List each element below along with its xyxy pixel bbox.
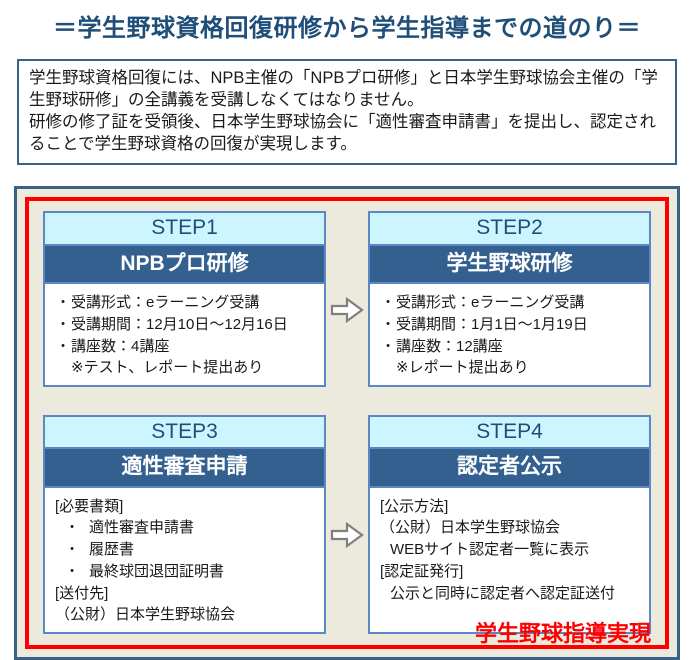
step-detail-text: ※レポート提出あり bbox=[396, 359, 529, 377]
page-title: ＝学生野球資格回復研修から学生指導までの道のり＝ bbox=[53, 15, 641, 42]
step-detail-text: 最終球団退団証明書 bbox=[89, 562, 225, 580]
step2-line: ※レポート提出あり bbox=[378, 357, 641, 379]
bullet-icon: • bbox=[386, 296, 390, 309]
step-detail-text: 講座数：12講座 bbox=[396, 337, 503, 355]
step-detail-text: 適性審査申請書 bbox=[89, 519, 195, 537]
step1-line: • 受講形式：eラーニング受講 bbox=[53, 292, 316, 314]
step3-line: • 適性審査申請書 bbox=[53, 517, 316, 539]
steps-grid: STEP1 NPBプロ研修 • 受講形式：eラーニング受講 • 受講期間：12月10… bbox=[43, 211, 651, 635]
step-detail-text: [公示方法] bbox=[380, 497, 449, 515]
step-detail-text: 受講形式：eラーニング受講 bbox=[71, 294, 260, 312]
bullet-icon: • bbox=[61, 296, 65, 309]
step-detail-text: 講座数：4講座 bbox=[71, 337, 170, 355]
step2-label: STEP2 bbox=[370, 213, 649, 244]
intro-box: 学生野球資格回復には、NPB主催の「NPBプロ研修」と日本学生野球協会主催の「学… bbox=[17, 59, 677, 166]
step4-line: [認定証発行] bbox=[378, 561, 641, 583]
step-detail-text: （公財）日本学生野球協会 bbox=[380, 519, 561, 537]
bullet-icon: • bbox=[61, 339, 65, 352]
step3-label: STEP3 bbox=[45, 417, 324, 448]
step4-line: （公財）日本学生野球協会 bbox=[378, 517, 641, 539]
step-detail-text: 受講形式：eラーニング受講 bbox=[396, 294, 585, 312]
arrow-right-icon bbox=[330, 296, 364, 323]
step4-card: STEP4 認定者公示 [公示方法] （公財）日本学生野球協会 WEBサイト認定… bbox=[368, 415, 651, 635]
step2-body: • 受講形式：eラーニング受講 • 受講期間：1月1日～1月19日 • 講座数：12講… bbox=[370, 284, 649, 385]
result-label: 学生野球指導実現 bbox=[474, 621, 651, 647]
step1-title: NPBプロ研修 bbox=[45, 243, 324, 285]
step4-title: 認定者公示 bbox=[370, 447, 649, 488]
bullet-icon: • bbox=[386, 317, 390, 330]
step2-line: • 講座数：12講座 bbox=[378, 336, 641, 358]
step-detail-text: 公示と同時に認定者へ認定証送付 bbox=[390, 584, 616, 602]
step3-card: STEP3 適性審査申請 [必要書類] • 適性審査申請書 • 履歴書 • 最終球団退… bbox=[43, 415, 326, 635]
step-detail-text: （公財）日本学生野球協会 bbox=[55, 606, 236, 624]
arrow-step3-to-step4 bbox=[330, 494, 364, 555]
intro-paragraph-1: 学生野球資格回復には、NPB主催の「NPBプロ研修」と日本学生野球協会主催の「学… bbox=[29, 69, 658, 110]
step3-body: [必要書類] • 適性審査申請書 • 履歴書 • 最終球団退団証明書 [送付先] （公… bbox=[45, 488, 324, 633]
step4-label: STEP4 bbox=[370, 417, 649, 448]
step3-line: • 履歴書 bbox=[53, 539, 316, 561]
step-detail-text: 受講期間：12月10日～12月16日 bbox=[71, 315, 288, 333]
bullet-icon: • bbox=[386, 339, 390, 352]
step3-line: [送付先] bbox=[53, 583, 316, 605]
step-detail-text: [認定証発行] bbox=[380, 562, 464, 580]
bullet-icon: • bbox=[70, 521, 74, 534]
arrow-step1-to-step2 bbox=[330, 269, 364, 330]
step1-line: • 講座数：4講座 bbox=[53, 336, 316, 358]
step-detail-text: WEBサイト認定者一覧に表示 bbox=[390, 541, 590, 559]
step3-line: • 最終球団退団証明書 bbox=[53, 561, 316, 583]
step4-line: 公示と同時に認定者へ認定証送付 bbox=[378, 583, 641, 605]
flow-outer-frame: STEP1 NPBプロ研修 • 受講形式：eラーニング受講 • 受講期間：12月10… bbox=[14, 186, 680, 660]
step-detail-text: [送付先] bbox=[55, 584, 109, 602]
step2-title: 学生野球研修 bbox=[370, 243, 649, 285]
arrow-right-icon bbox=[330, 521, 364, 549]
step1-card: STEP1 NPBプロ研修 • 受講形式：eラーニング受講 • 受講期間：12月10… bbox=[43, 211, 326, 388]
step1-line: ※テスト、レポート提出あり bbox=[53, 357, 316, 379]
step3-line: （公財）日本学生野球協会 bbox=[53, 604, 316, 626]
step1-body: • 受講形式：eラーニング受講 • 受講期間：12月10日～12月16日 • 講座数：… bbox=[45, 284, 324, 385]
step1-line: • 受講期間：12月10日～12月16日 bbox=[53, 314, 316, 336]
bullet-icon: • bbox=[70, 543, 74, 556]
step2-line: • 受講形式：eラーニング受講 bbox=[378, 292, 641, 314]
step-detail-text: [必要書類] bbox=[55, 497, 124, 515]
step4-line: WEBサイト認定者一覧に表示 bbox=[378, 539, 641, 561]
step3-title: 適性審査申請 bbox=[45, 447, 324, 488]
step2-line: • 受講期間：1月1日～1月19日 bbox=[378, 314, 641, 336]
step4-line: [公示方法] bbox=[378, 496, 641, 518]
step2-card: STEP2 学生野球研修 • 受講形式：eラーニング受講 • 受講期間：1月1日～1… bbox=[368, 211, 651, 388]
step-detail-text: 受講期間：1月1日～1月19日 bbox=[396, 315, 588, 333]
intro-paragraph-2: 研修の修了証を受領後、日本学生野球協会に「適性審査申請書」を提出し、認定されるこ… bbox=[29, 113, 656, 154]
step3-line: [必要書類] bbox=[53, 496, 316, 518]
step-detail-text: ※テスト、レポート提出あり bbox=[71, 359, 264, 377]
flow-red-frame: STEP1 NPBプロ研修 • 受講形式：eラーニング受講 • 受講期間：12月10… bbox=[25, 197, 669, 650]
bullet-icon: • bbox=[61, 317, 65, 330]
step1-label: STEP1 bbox=[45, 213, 324, 244]
step-detail-text: 履歴書 bbox=[89, 541, 135, 559]
bullet-icon: • bbox=[70, 564, 74, 577]
step4-body: [公示方法] （公財）日本学生野球協会 WEBサイト認定者一覧に表示 [認定証発… bbox=[370, 488, 649, 633]
